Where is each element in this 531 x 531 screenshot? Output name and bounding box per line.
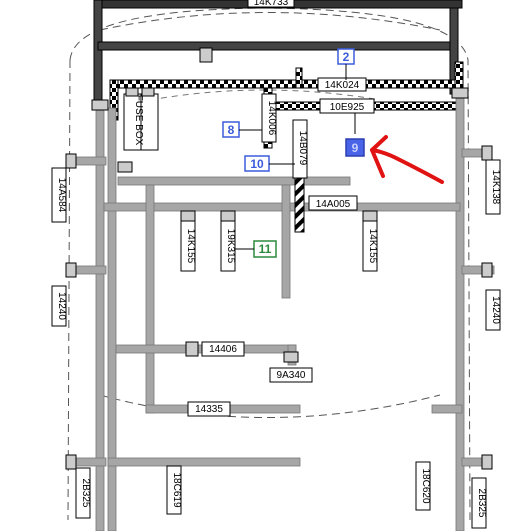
main-trunk-checkered [109, 79, 461, 89]
harness-left-inner [107, 107, 117, 531]
label-14406: 14406 [209, 344, 237, 355]
connector-14k155-right [362, 220, 378, 272]
label-2b325-right: 2B325 [476, 489, 487, 518]
connector-14406 [201, 341, 245, 357]
fuse-connector-b [141, 87, 155, 97]
label-top-cut: 14K733 [254, 0, 289, 8]
connector-2b325-left [75, 467, 91, 519]
connector-14a005 [308, 195, 358, 211]
connector-14a584-plug [65, 153, 77, 169]
seat-outline-arc [99, 394, 441, 418]
connector-top-mid [199, 47, 213, 63]
label-19k315: 19K315 [225, 229, 236, 264]
connector-14240-right [485, 289, 501, 331]
callout-10: 10 [250, 157, 264, 171]
connector-14k138-plug [481, 145, 493, 161]
harness-vertical-center [281, 184, 291, 299]
connector-14a584 [51, 167, 67, 223]
connector-19k315 [220, 220, 236, 272]
harness-right-14240 [461, 265, 495, 275]
dark-bar-upper [97, 41, 451, 51]
label-fuse-box: FUSE BOX [133, 95, 144, 146]
harness-left-2b325 [73, 457, 107, 467]
connector-14240-right-plug [481, 262, 493, 278]
label-14k138: 14K138 [490, 170, 501, 205]
label-14240-left: 14240 [56, 292, 67, 320]
label-14k155-left: 14K155 [185, 229, 196, 264]
connector-2b325-left-plug [65, 454, 77, 470]
connector-14240-left [51, 285, 67, 327]
label-2b325-left: 2B325 [80, 479, 91, 508]
connector-14k155-left-plug [180, 210, 196, 222]
callout-2: 2 [343, 50, 350, 64]
connector-2b325-right [471, 477, 487, 529]
connector-19k315-plug [220, 210, 236, 222]
harness-left-14a584 [73, 156, 107, 166]
connector-right-cluster [451, 87, 469, 99]
harness-vertical-14335 [145, 184, 155, 414]
fuse-connector-a [125, 87, 139, 97]
harness-left-main [95, 107, 105, 531]
gray-harness [73, 95, 495, 531]
connector-14k155-right-plug [362, 210, 378, 222]
connector-14b079 [292, 119, 308, 179]
connector-14k155-left [180, 220, 196, 272]
windshield-outline [99, 12, 441, 31]
label-14k155-right: 14K155 [367, 229, 378, 264]
label-14240-right: 14240 [490, 296, 501, 324]
connector-18c619 [166, 465, 182, 515]
connector-9a340-plug [283, 351, 299, 363]
connector-14240-left-plug [65, 262, 77, 278]
label-14k006: 14K006 [266, 101, 277, 136]
callout-9: 9 [352, 141, 359, 155]
connector-14335 [187, 401, 231, 417]
top-cut-label-box [247, 0, 295, 8]
callout-11: 11 [259, 242, 272, 256]
connector-14k006 [261, 93, 277, 143]
harness-left-14240 [73, 265, 107, 275]
callout-8: 8 [228, 123, 235, 137]
label-main-trunk: 14K024 [325, 80, 360, 91]
label-14335: 14335 [195, 404, 223, 415]
label-9a340: 9A340 [277, 370, 306, 381]
connector-10e925 [319, 98, 375, 114]
connector-9a340 [269, 367, 313, 383]
label-18c620: 18C620 [420, 468, 431, 503]
connector-14406-plug [185, 341, 199, 357]
callout-9-box [345, 138, 365, 157]
red-arrow [370, 135, 444, 184]
label-14b079: 14B079 [297, 131, 308, 166]
connector-14k138 [485, 159, 501, 215]
main-trunk-label-box [317, 77, 367, 92]
harness-right-lower [431, 404, 463, 414]
label-14a584: 14A584 [56, 178, 67, 213]
dark-bar-left-vertical [93, 0, 103, 111]
connector-18c620 [415, 461, 431, 511]
label-18c619: 18C619 [171, 472, 182, 507]
label-10e925: 10E925 [330, 102, 365, 113]
connector-left-cluster [91, 99, 109, 111]
harness-crossbar-upper [117, 176, 351, 186]
label-14a005: 14A005 [316, 199, 351, 210]
connector-2b325-right-plug [481, 454, 493, 470]
branch-top-mid-vert [295, 67, 303, 89]
harness-lower [107, 457, 301, 467]
connector-left-small [117, 161, 133, 173]
